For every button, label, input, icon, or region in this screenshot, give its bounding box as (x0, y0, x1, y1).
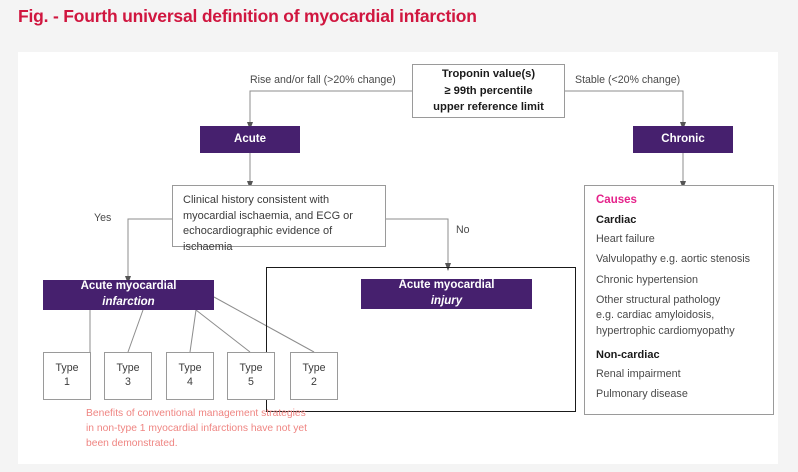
type-box-5: Type 5 (227, 352, 275, 400)
causes-noncardiac-item: Renal impairment (596, 367, 681, 380)
causes-noncardiac-item: Pulmonary disease (596, 388, 688, 401)
type-box-3: Type 3 (104, 352, 152, 400)
acute-myocardial-infarction-node: Acute myocardial infarction (43, 280, 214, 310)
type-label-4: Type (178, 362, 202, 375)
edge-label-stable: Stable (<20% change) (575, 74, 681, 86)
acute-myocardial-injury-node: Acute myocardial injury (361, 279, 532, 309)
figure-card: Troponin value(s) ≥ 99th percentile uppe… (18, 52, 778, 464)
footnote: Benefits of conventional management stra… (86, 407, 346, 452)
clinical-line-2: myocardial ischaemia, and ECG or (183, 209, 353, 222)
page-title: Fig. - Fourth universal definition of my… (18, 6, 477, 26)
type-number-4: 4 (187, 376, 193, 388)
edge-label-rise-fall: Rise and/or fall (>20% change) (250, 74, 396, 86)
footnote-line-1: Benefits of conventional management stra… (86, 408, 306, 419)
causes-cardiac-heading: Cardiac (596, 214, 637, 226)
causes-cardiac-item: Heart failure (596, 233, 655, 245)
edge-label-no: No (456, 224, 470, 236)
causes-cardiac-item: hypertrophic cardiomyopathy (596, 324, 735, 337)
footnote-line-2: in non-type 1 myocardial infarctions hav… (86, 422, 307, 434)
causes-cardiac-item: Other structural pathology (596, 293, 721, 306)
type-number-1: 1 (64, 376, 70, 388)
diagram-canvas: Troponin value(s) ≥ 99th percentile uppe… (18, 52, 778, 464)
clinical-line-1: Clinical history consistent with (183, 194, 330, 206)
type-box-2: Type 2 (290, 352, 338, 400)
acute-myocardial-injury-frame (266, 267, 576, 412)
type-number-3: 3 (125, 376, 131, 388)
infarction-line-2: infarction (102, 296, 155, 308)
acute-node: Acute (200, 126, 300, 153)
type-label-1: Type (55, 362, 79, 375)
causes-noncardiac-heading: Non-cardiac (596, 348, 660, 361)
footnote-line-3: been demonstrated. (86, 437, 178, 449)
type-label-3: Type (116, 362, 140, 375)
troponin-line-2: ≥ 99th percentile (444, 84, 533, 97)
troponin-line-3: upper reference limit (433, 101, 544, 114)
type-number-2: 2 (311, 376, 317, 388)
causes-title: Causes (596, 194, 637, 206)
chronic-label: Chronic (661, 132, 705, 145)
type-box-4: Type 4 (166, 352, 214, 400)
causes-panel: Causes Cardiac Heart failure Valvulopath… (584, 185, 774, 415)
edge-label-yes: Yes (94, 212, 112, 224)
acute-label: Acute (234, 132, 266, 145)
type-label-2: Type (302, 362, 326, 375)
causes-cardiac-item: Chronic hypertension (596, 273, 699, 286)
causes-cardiac-item: e.g. cardiac amyloidosis, (596, 309, 715, 322)
type-box-1: Type 1 (43, 352, 91, 400)
troponin-node: Troponin value(s) ≥ 99th percentile uppe… (412, 64, 565, 118)
infarction-line-1: Acute myocardial (80, 280, 177, 293)
injury-line-1: Acute myocardial (398, 279, 495, 292)
injury-line-2: injury (430, 295, 463, 307)
type-number-5: 5 (248, 376, 254, 388)
clinical-history-node: Clinical history consistent with myocard… (172, 185, 386, 253)
chronic-node: Chronic (633, 126, 733, 153)
type-label-5: Type (239, 362, 263, 375)
causes-cardiac-item: Valvulopathy e.g. aortic stenosis (596, 253, 751, 266)
clinical-line-3: echocardiographic evidence of ischaemia (183, 225, 333, 253)
troponin-line-1: Troponin value(s) (441, 67, 536, 80)
